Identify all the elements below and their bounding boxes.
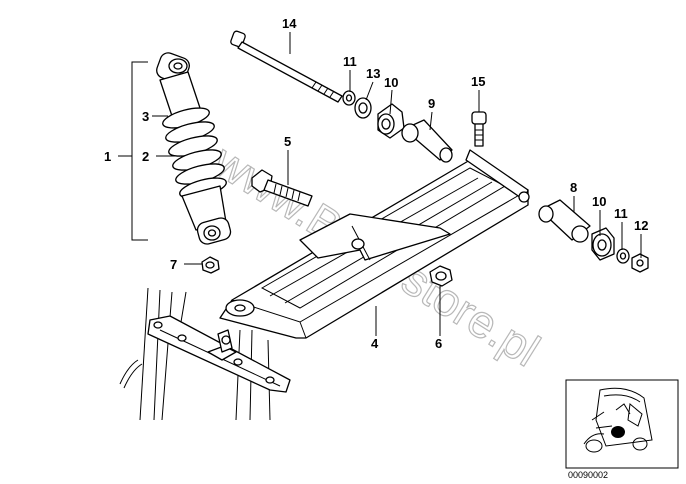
nut (429, 265, 453, 287)
leader-lines (118, 32, 642, 336)
upper-bushing-set (342, 90, 453, 163)
small-nut (201, 256, 220, 274)
callout-7: 7 (170, 257, 177, 272)
swing-arm (219, 149, 530, 339)
callout-9: 9 (428, 96, 435, 111)
long-bolt (230, 30, 343, 103)
callout-11-lower: 11 (614, 206, 628, 221)
callout-1: 1 (104, 149, 111, 164)
highlight-marker (611, 426, 625, 438)
callout-13: 13 (366, 66, 380, 81)
callout-6: 6 (435, 336, 442, 351)
figure-code: 00090002 (568, 470, 608, 480)
callout-5: 5 (284, 134, 291, 149)
callout-3: 3 (142, 109, 149, 124)
callout-numbers: 1 2 3 4 5 6 7 8 9 10 10 11 11 12 13 14 1… (104, 16, 648, 351)
bolt (251, 169, 313, 207)
callout-14: 14 (282, 16, 297, 31)
callout-8: 8 (570, 180, 577, 195)
vehicle-thumbnail: 00090002 (565, 379, 679, 480)
callout-12: 12 (634, 218, 648, 233)
callout-11-upper: 11 (343, 54, 357, 69)
lower-bushing-set (538, 199, 649, 273)
callout-2: 2 (142, 149, 149, 164)
frame-bracket (119, 287, 291, 421)
callout-10-upper: 10 (384, 75, 398, 90)
callout-4: 4 (371, 336, 379, 351)
small-bolt (471, 111, 487, 147)
shock-absorber (156, 52, 232, 245)
callout-15: 15 (471, 74, 485, 89)
callout-10-lower: 10 (592, 194, 606, 209)
